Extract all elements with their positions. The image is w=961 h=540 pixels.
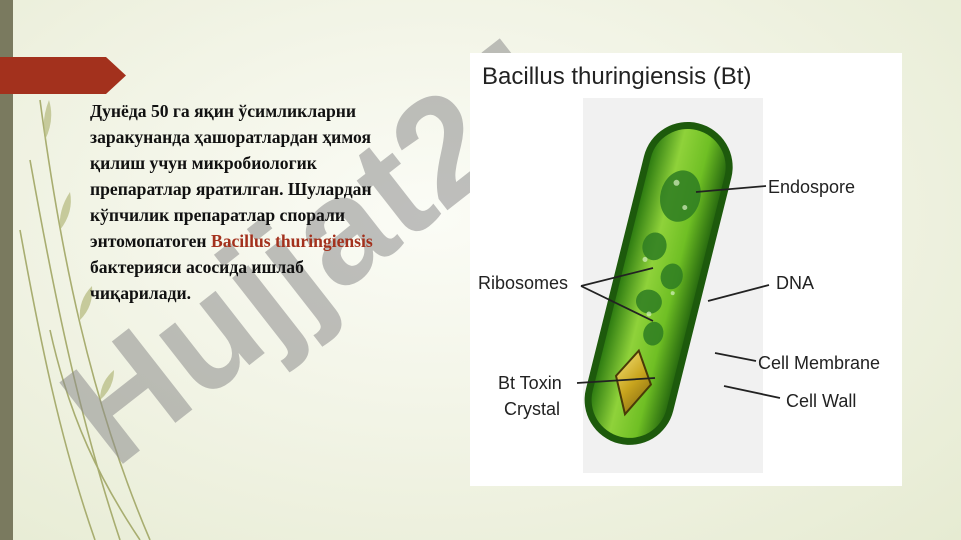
bt-toxin-crystal <box>614 348 653 417</box>
slide-body-text: Дунёда 50 га яқин ўсимликларни заракунан… <box>90 98 380 306</box>
bacterium-cell <box>584 122 733 445</box>
paragraph-part-2: бактерияси асосида ишлаб чиқарилади. <box>90 257 304 303</box>
left-accent-strip <box>0 0 13 540</box>
label-bt-toxin-line2: Crystal <box>504 399 560 419</box>
ribosomes <box>642 179 688 317</box>
label-cell-membrane: Cell Membrane <box>758 353 880 373</box>
bacillus-figure: Endospore Ribosomes DNA Cell Membrane Bt… <box>470 53 902 486</box>
label-dna: DNA <box>776 273 814 293</box>
bacillus-diagram: Endospore Ribosomes DNA Cell Membrane Bt… <box>478 98 880 473</box>
label-bt-toxin-line1: Bt Toxin <box>498 373 562 393</box>
figure-title: Bacillus thuringiensis (Bt) <box>482 63 752 90</box>
label-endospore: Endospore <box>768 177 855 197</box>
label-ribosomes: Ribosomes <box>478 273 568 293</box>
paragraph-part-1: Дунёда 50 га яқин ўсимликларни заракунан… <box>90 101 372 251</box>
title-accent-tab <box>0 57 126 94</box>
label-leader-lines <box>576 185 781 399</box>
label-cell-wall: Cell Wall <box>786 391 856 411</box>
paragraph-highlight: Bacillus thuringiensis <box>210 231 373 251</box>
endospore <box>635 170 701 346</box>
decorative-fronds <box>19 99 151 540</box>
